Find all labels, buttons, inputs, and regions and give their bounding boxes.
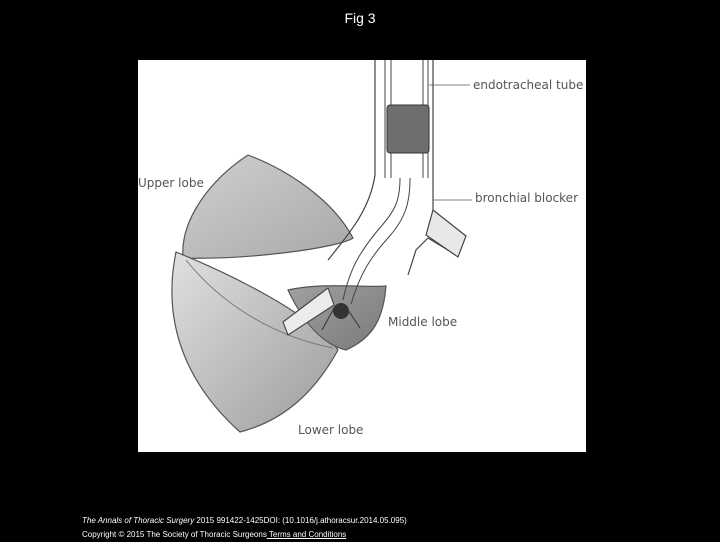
right-bronchus (425, 208, 467, 258)
citation-details: 2015 991422-1425DOI: (10.1016/j.athoracs… (194, 516, 407, 525)
slide-title: Fig 3 (344, 10, 376, 26)
lung-diagram: endotracheal tube bronchial blocker Uppe… (138, 60, 583, 437)
journal-name: The Annals of Thoracic Surgery (82, 516, 195, 525)
bronchial-blocker-shape (342, 177, 411, 305)
citation-block: The Annals of Thoracic Surgery 2015 9914… (82, 514, 407, 542)
figure-panel: endotracheal tube bronchial blocker Uppe… (138, 60, 586, 452)
bronchial-blocker-label: bronchial blocker (475, 191, 578, 205)
copyright-line: Copyright © 2015 The Society of Thoracic… (82, 528, 407, 542)
upper-lobe-label: Upper lobe (138, 176, 204, 190)
endotracheal-tube-label: endotracheal tube (473, 78, 583, 92)
tube-cuff (386, 104, 430, 154)
lower-bronchus (282, 287, 335, 336)
citation-line: The Annals of Thoracic Surgery 2015 9914… (82, 514, 407, 528)
middle-lobe-label: Middle lobe (388, 315, 457, 329)
lower-lobe-shape (171, 251, 339, 433)
blocker-balloon (333, 303, 349, 319)
upper-lobe-shape (182, 154, 354, 259)
lower-lobe-label: Lower lobe (298, 423, 363, 437)
copyright-text: Copyright © 2015 The Society of Thoracic… (82, 530, 267, 539)
terms-link[interactable]: Terms and Conditions (266, 530, 347, 539)
